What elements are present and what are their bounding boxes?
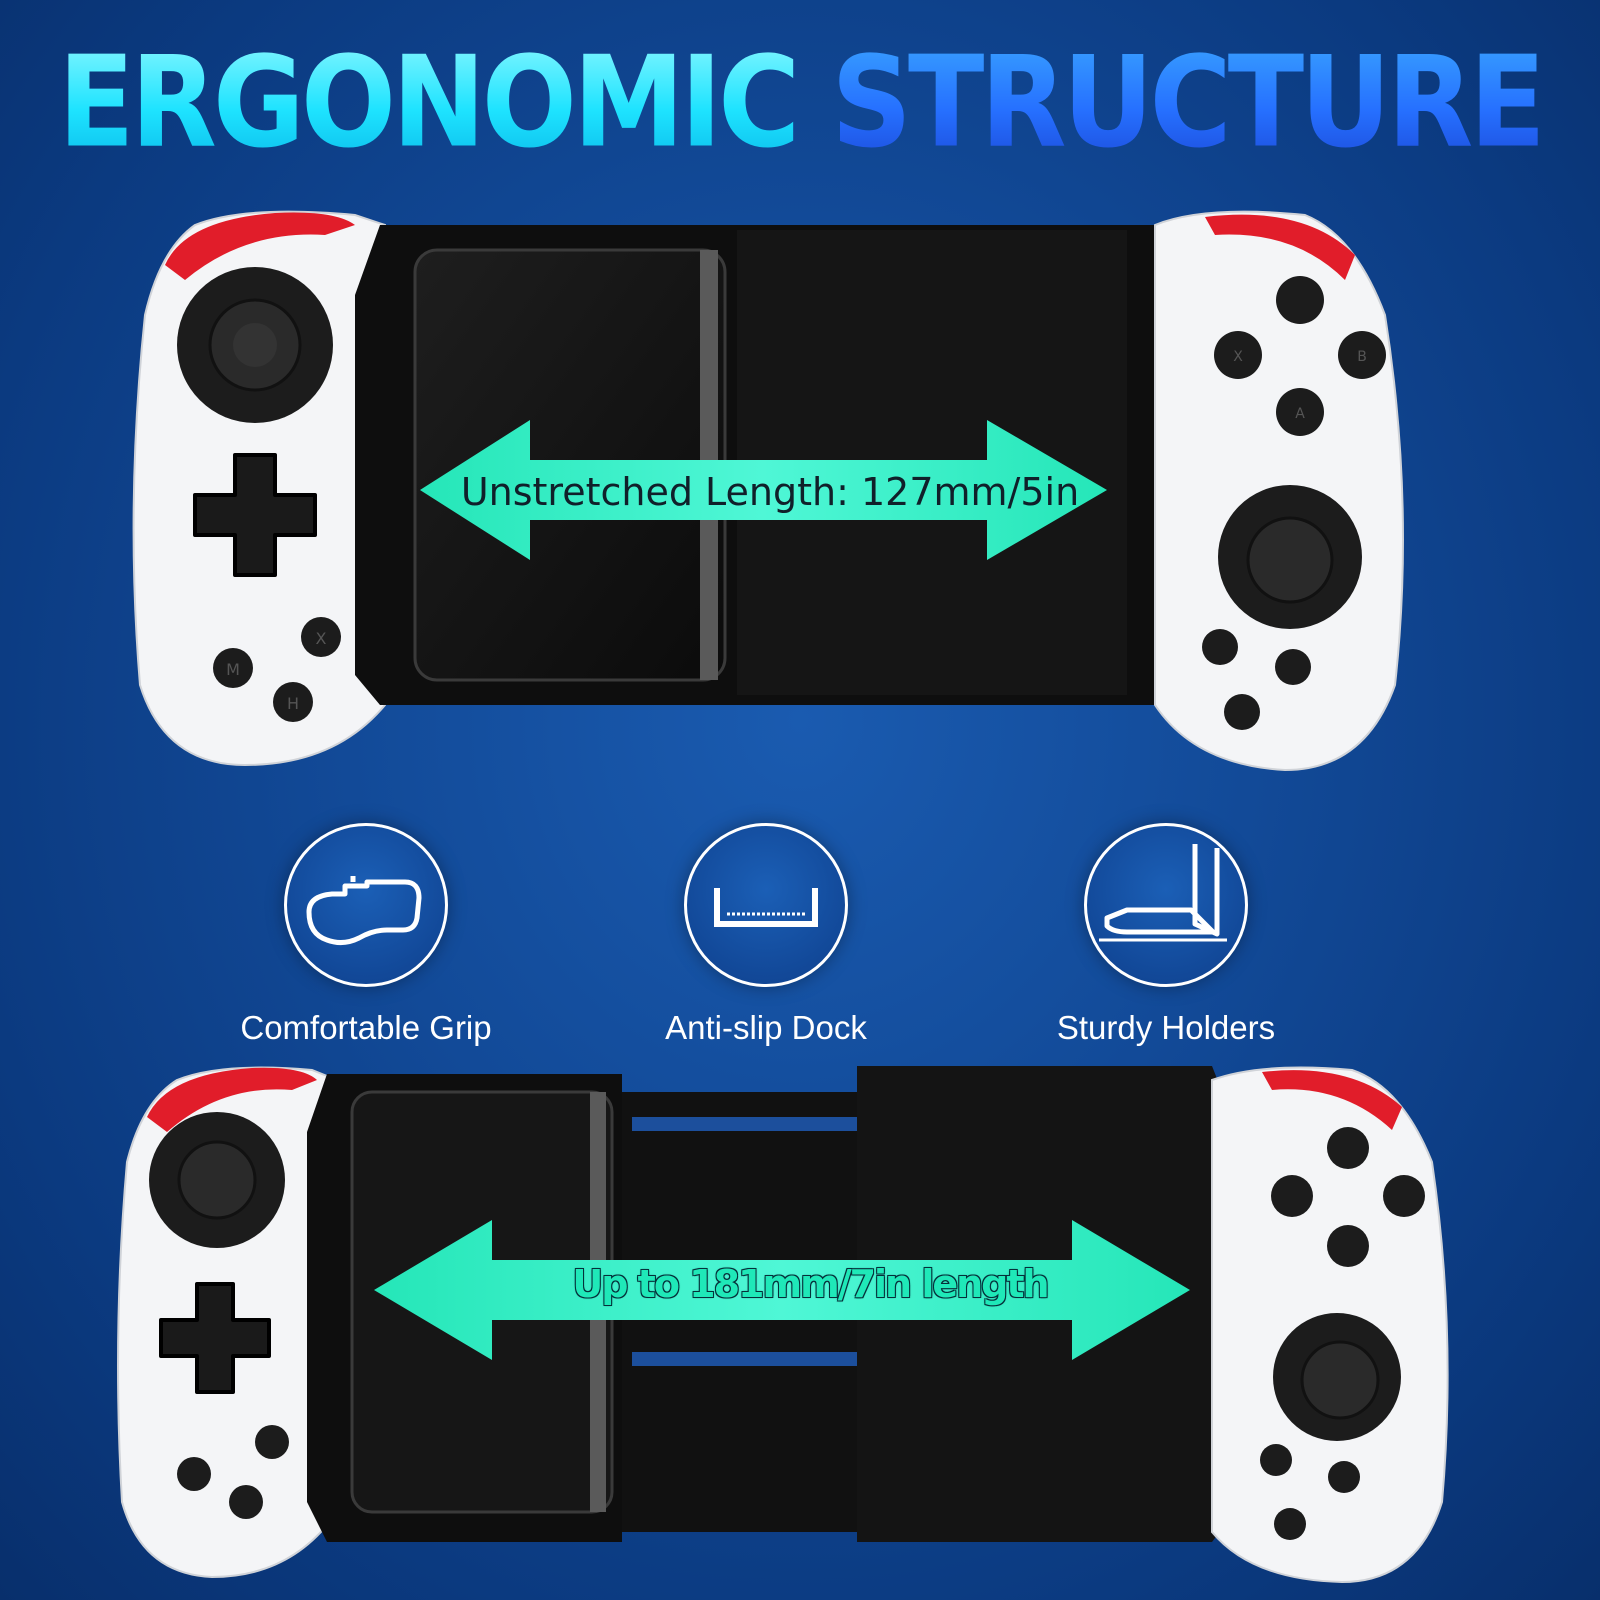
button-x-right: [1214, 331, 1262, 379]
right-trigger: [1205, 214, 1355, 280]
svg-text:X: X: [1233, 349, 1243, 365]
button-a: [1327, 1225, 1369, 1267]
feature-label: Anti-slip Dock: [665, 1009, 867, 1046]
svg-text:M: M: [226, 660, 240, 679]
dpad: [193, 453, 317, 577]
stretched-length-label: Up to 181mm/7in length: [572, 1262, 1049, 1306]
holder-icon: [1084, 823, 1248, 987]
svg-text:B: B: [1357, 349, 1367, 365]
svg-text:A: A: [1295, 406, 1305, 422]
button-lt: [1328, 1461, 1360, 1493]
button-se: [1260, 1444, 1292, 1476]
grip-icon: [284, 823, 448, 987]
button-home-right: [1224, 694, 1260, 730]
feature-comfortable-grip: Comfortable Grip: [206, 823, 526, 1047]
page-title: ERGONOMIC STRUCTURE: [0, 30, 1600, 176]
button-m: [177, 1457, 211, 1491]
button-b: [1383, 1175, 1425, 1217]
button-home-right: [1274, 1508, 1306, 1540]
button-x-right: [1271, 1175, 1313, 1217]
feature-label: Comfortable Grip: [240, 1009, 492, 1046]
svg-text:H: H: [287, 694, 299, 713]
dock-icon: [684, 823, 848, 987]
feature-anti-slip-dock: Anti-slip Dock: [606, 823, 926, 1047]
svg-text:X: X: [316, 629, 327, 648]
button-a: [1276, 388, 1324, 436]
button-m: [213, 648, 253, 688]
right-joystick: [1246, 516, 1334, 604]
left-joystick: [177, 1140, 257, 1220]
length-arrow: [374, 1220, 1190, 1360]
right-trigger: [1262, 1070, 1402, 1130]
button-x-left: [255, 1425, 289, 1459]
feature-sturdy-holders: Sturdy Holders: [1006, 823, 1326, 1047]
button-h: [273, 682, 313, 722]
button-se: [1202, 629, 1238, 665]
button-h: [229, 1485, 263, 1519]
right-joystick: [1300, 1340, 1380, 1420]
button-lt: [1275, 649, 1311, 685]
title-word-structure: STRUCTURE: [831, 30, 1546, 176]
feature-label: Sturdy Holders: [1056, 1009, 1276, 1046]
left-trigger: [165, 212, 355, 280]
button-b: [1338, 331, 1386, 379]
controller-unstretched: M H X B X A: [132, 210, 1404, 772]
length-arrow: [420, 420, 1107, 560]
title-word-ergonomic: ERGONOMIC: [58, 30, 800, 176]
button-triangle: [1276, 276, 1324, 324]
left-trigger: [147, 1067, 317, 1132]
unstretched-length-label: Unstretched Length: 127mm/5in: [460, 470, 1080, 514]
button-x-left: [301, 617, 341, 657]
button-triangle: [1327, 1127, 1369, 1169]
controller-stretched: [117, 1066, 1449, 1584]
dpad: [159, 1282, 271, 1394]
